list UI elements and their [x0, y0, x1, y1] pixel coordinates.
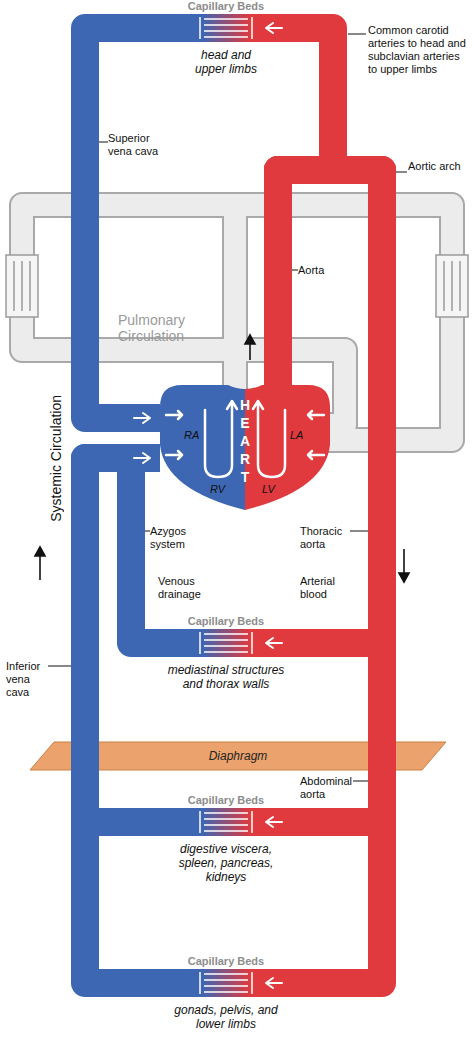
- heart-word: HEART: [238, 397, 252, 487]
- vessel-label: Common carotid arteries to head and subc…: [368, 24, 468, 76]
- arrow-head: [134, 413, 150, 423]
- heart-outline: [160, 385, 330, 510]
- lung-bed-lines: [14, 261, 30, 311]
- blood-vessel: [256, 23, 333, 385]
- lung-bed: [436, 255, 468, 317]
- chamber-label: RV: [210, 483, 225, 495]
- capillary-body: [196, 808, 256, 836]
- vessel-label: Abdominal aorta: [300, 775, 360, 801]
- leader-line: [353, 781, 368, 782]
- capillary-icon: [196, 969, 256, 997]
- leader-line: [292, 270, 298, 271]
- vessel-label: Systemic Circulation: [48, 395, 64, 522]
- capillary-body: [196, 969, 256, 997]
- arrow-head: [266, 817, 282, 827]
- capillary-body: [196, 629, 256, 657]
- bed-caption: digestive viscera, spleen, pancreas, kid…: [171, 842, 281, 884]
- arrow-head: [266, 638, 282, 648]
- capillary-lines: [200, 811, 252, 833]
- arrow-head: [266, 23, 282, 33]
- capillary-lines: [200, 972, 252, 994]
- leader-line: [350, 531, 368, 532]
- lung-bed-lines: [444, 261, 460, 311]
- blood-vessel: [256, 170, 382, 988]
- vessel-label: Superior vena cava: [108, 132, 168, 158]
- vessel-label: Aorta: [298, 264, 343, 277]
- blood-vessel: [85, 28, 196, 423]
- flow-arrow-head: [399, 573, 409, 582]
- leader-line: [396, 172, 407, 173]
- lung-bed: [6, 255, 38, 317]
- flow-arrow-shaft: [39, 554, 41, 580]
- leader-line: [348, 34, 366, 35]
- capillary-bed: Capillary Bedsmediastinal structures and…: [196, 629, 256, 657]
- flow-arrows: [35, 335, 409, 582]
- bed-heading: Capillary Beds: [151, 794, 301, 806]
- diaphragm-band: Diaphragm: [30, 742, 446, 770]
- vessel-label: Aortic arch: [408, 160, 463, 173]
- arrow-head: [134, 453, 150, 463]
- diaphragm-fill: [30, 742, 446, 770]
- diaphragm-label: Diaphragm: [30, 742, 446, 770]
- capillary-icon: [196, 629, 256, 657]
- vessel-label: Inferior vena cava: [6, 660, 51, 699]
- capillary-bed: Capillary Bedshead and upper limbs: [196, 14, 256, 42]
- vessel-label: Pulmonary Circulation: [118, 312, 213, 344]
- bed-caption: gonads, pelvis, and lower limbs: [166, 1003, 286, 1031]
- lung-capillaries: [6, 255, 468, 317]
- flow-arrow-shaft: [249, 342, 251, 360]
- leader-line: [99, 142, 108, 143]
- bed-caption: mediastinal structures and thorax walls: [159, 663, 294, 691]
- heart: HEART RA LA RV LV: [160, 385, 330, 510]
- vessel-label: Arterial blood: [300, 575, 355, 601]
- bed-heading: Capillary Beds: [151, 955, 301, 967]
- bed-heading: Capillary Beds: [151, 615, 301, 627]
- bed-heading: Capillary Beds: [151, 0, 301, 12]
- capillary-lines: [200, 17, 252, 39]
- arrow-head: [134, 453, 150, 463]
- bed-caption: head and upper limbs: [189, 48, 264, 76]
- vessel-label: Thoracic aorta: [300, 525, 355, 551]
- arrow-head: [134, 453, 150, 463]
- vessel-label: Venous drainage: [158, 575, 218, 601]
- vessel-tube: [256, 28, 333, 385]
- vessel-tube: [131, 458, 196, 643]
- flow-arrow-head: [35, 547, 45, 556]
- capillary-lines: [200, 632, 252, 654]
- capillary-bed: Capillary Bedsgonads, pelvis, and lower …: [196, 969, 256, 997]
- capillary-bed: Capillary Bedsdigestive viscera, spleen,…: [196, 808, 256, 836]
- leader-line: [48, 666, 71, 667]
- chamber-label: LV: [262, 483, 275, 495]
- atrium-flow: [166, 411, 182, 459]
- vessel-tube: [85, 28, 196, 418]
- flow-arrow-head: [245, 335, 255, 344]
- ventricle-flow: [205, 401, 237, 477]
- flow-arrow-shaft: [403, 549, 405, 575]
- atrium-flow: [308, 411, 324, 459]
- capillary-icon: [196, 14, 256, 42]
- capillary-body: [196, 14, 256, 42]
- chamber-label: LA: [290, 429, 303, 441]
- capillary-icon: [196, 808, 256, 836]
- chamber-label: RA: [184, 429, 199, 441]
- vessel-tube: [256, 170, 382, 983]
- vessel-label: Azygos system: [150, 525, 210, 551]
- leader-lines: [48, 34, 407, 781]
- ventricle-flow: [253, 401, 285, 477]
- arrow-head: [266, 978, 282, 988]
- leader-line: [145, 531, 150, 532]
